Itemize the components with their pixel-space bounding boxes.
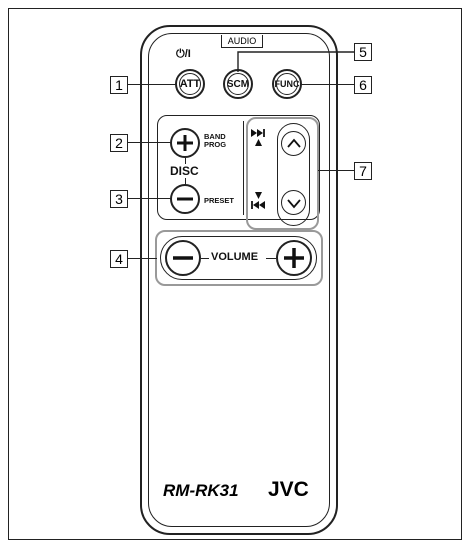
volume-down-button[interactable] xyxy=(165,240,201,276)
callout-4-leader xyxy=(127,258,157,259)
volume-line-left xyxy=(201,258,209,259)
volume-line-right xyxy=(266,258,276,259)
panel-divider xyxy=(243,121,244,215)
callout-6-leader xyxy=(300,84,354,85)
down-button[interactable] xyxy=(281,190,306,215)
remote-inner-outline xyxy=(148,33,330,527)
disc-connector-bottom xyxy=(185,178,186,185)
track-rocker xyxy=(277,123,310,226)
disc-label: DISC xyxy=(170,164,199,178)
func-button-label: FUNC xyxy=(274,79,300,89)
disc-connector-top xyxy=(185,158,186,164)
callout-3: 3 xyxy=(110,190,128,208)
callout-7-leader xyxy=(318,170,354,171)
att-button[interactable]: ATT xyxy=(175,69,205,99)
minus-icon xyxy=(173,256,193,260)
callout-4: 4 xyxy=(110,250,128,268)
callout-1-leader xyxy=(127,84,177,85)
att-button-label: ATT xyxy=(179,78,201,90)
disc-preset-panel xyxy=(157,115,320,220)
remote-body xyxy=(140,25,338,535)
audio-label: AUDIO xyxy=(221,35,263,48)
plus-icon xyxy=(284,248,304,268)
brand-logo: JVC xyxy=(268,478,309,501)
skip-back-icon xyxy=(251,192,265,209)
model-name: RM-RK31 xyxy=(163,481,239,500)
volume-panel xyxy=(160,236,317,280)
chevron-down-icon xyxy=(286,198,301,208)
volume-label: VOLUME xyxy=(211,251,259,263)
callout-5: 5 xyxy=(354,43,372,61)
disc-down-button[interactable] xyxy=(170,184,200,214)
callout-3-leader xyxy=(127,198,172,199)
chevron-up-icon xyxy=(286,138,301,148)
volume-up-button[interactable] xyxy=(276,240,312,276)
figure-frame xyxy=(8,8,462,540)
track-group-highlight xyxy=(246,117,319,230)
disc-up-button[interactable] xyxy=(170,128,200,158)
power-label: ⏻/I xyxy=(176,48,191,60)
callout-1: 1 xyxy=(110,76,128,94)
skip-forward-icon xyxy=(251,129,265,146)
plus-icon xyxy=(177,135,193,151)
band-prog-label: BAND PROG xyxy=(204,132,227,149)
callout-6: 6 xyxy=(354,76,372,94)
preset-label: PRESET xyxy=(204,196,235,205)
callout-7: 7 xyxy=(354,162,372,180)
callout-2-leader xyxy=(127,142,172,143)
callout-2: 2 xyxy=(110,134,128,152)
callout-5-leader xyxy=(237,51,354,72)
up-button[interactable] xyxy=(281,131,306,156)
minus-icon xyxy=(177,197,193,201)
scm-button-label: SCM xyxy=(226,78,250,90)
